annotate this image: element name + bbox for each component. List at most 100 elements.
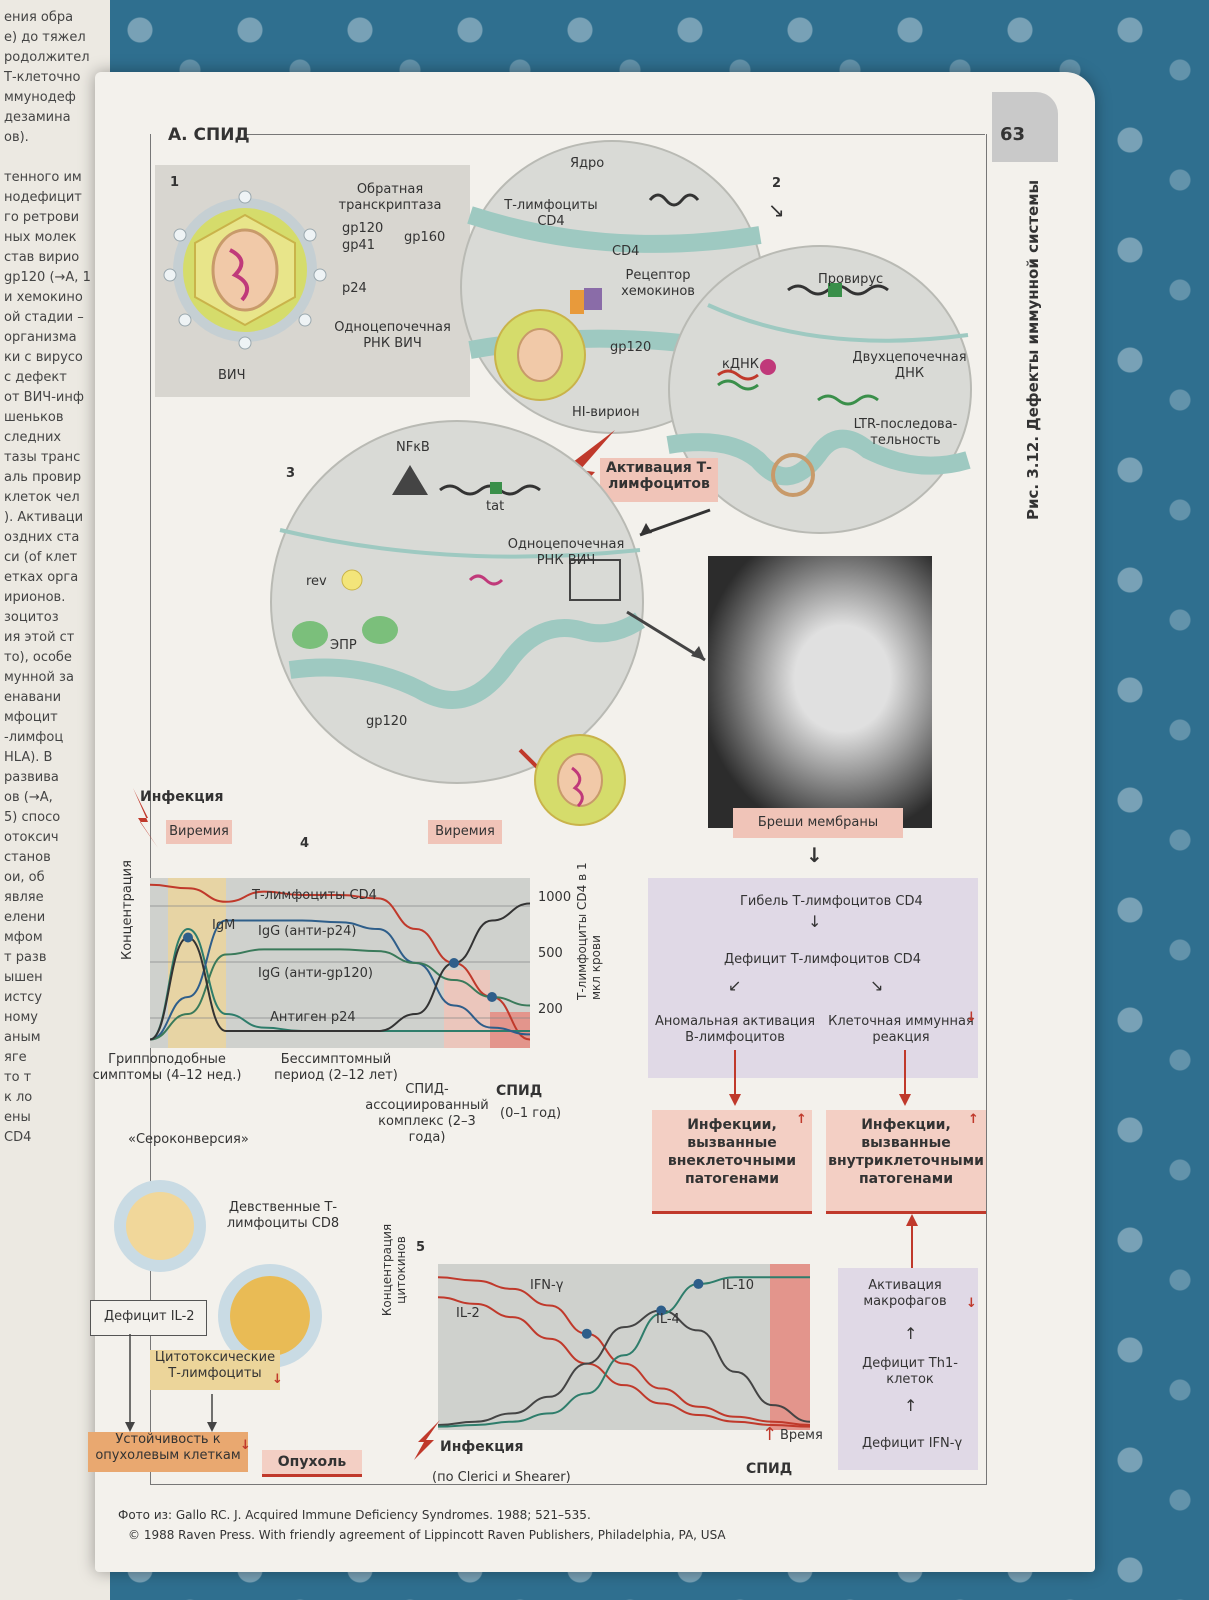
chart-4-svg	[149, 883, 531, 1041]
cytokine-flow-area	[838, 1268, 978, 1470]
data-point	[581, 1328, 592, 1339]
left-page-line: ирионов.	[4, 590, 66, 605]
left-page-line: Т-клеточно	[4, 70, 81, 85]
series-label-igg-gp120: IgG (анти-gp120)	[258, 966, 373, 981]
label-naive-cd8: Девственные Т-лимфоциты CD8	[226, 1200, 340, 1231]
viremia-right-label: Виремия	[428, 820, 502, 844]
stage-aids-duration: (0–1 год)	[500, 1106, 562, 1121]
label-source: (по Clerici и Shearer)	[432, 1470, 571, 1485]
label-tat: tat	[486, 499, 505, 514]
label-hi-virion: HI-вирион	[572, 405, 640, 420]
hiv-virion-illustration	[163, 190, 327, 350]
il2-deficit-box	[90, 1300, 207, 1336]
stage-seroconversion: «Сероконверсия»	[128, 1132, 249, 1147]
series-label-p24: Антиген p24	[270, 1010, 356, 1025]
left-page-line: от ВИЧ-инф	[4, 390, 84, 405]
series-label-igm: IgM	[212, 918, 236, 933]
infection-lightning-icon	[133, 788, 158, 848]
left-page-line: то), особе	[4, 650, 72, 665]
left-page-line: станов	[4, 850, 51, 865]
chart-5-aids-band	[770, 1264, 810, 1430]
arrow-macro-to-infections	[906, 1214, 918, 1272]
label-gp120-virion: gp120	[610, 340, 652, 355]
arrow-ifn-to-th1: ↑	[904, 1396, 918, 1415]
chart-4-y2-tick-200: 200	[538, 1002, 563, 1017]
chart-5-plot-bg	[438, 1264, 810, 1430]
label-il2-deficit: Дефицит IL-2	[104, 1309, 195, 1324]
label-er: ЭПР	[330, 638, 357, 653]
left-page-line: ов (→А,	[4, 790, 53, 805]
chart-4-y2-tick-500: 500	[538, 946, 563, 961]
aids-marker-arrow: ↑	[762, 1424, 778, 1445]
series-label-il4: IL-4	[656, 1312, 680, 1327]
left-page-line: дезамина	[4, 110, 71, 125]
chart-4-y2-label: Т-лимфоциты CD4 в 1 мкл крови	[575, 862, 603, 1000]
label-rev: rev	[306, 574, 327, 589]
series-line	[149, 883, 531, 1041]
series-label-cd4: Т-лимфоциты CD4	[252, 888, 377, 903]
left-page-line	[0, 148, 110, 168]
activation-label-box: Активация Т-лимфоцитов	[600, 458, 718, 502]
viremia-left-label: Виремия	[166, 820, 232, 844]
figure-frame-top	[245, 134, 985, 135]
left-page-line: шеньков	[4, 410, 64, 425]
footer-copyright: © 1988 Raven Press. With friendly agreem…	[128, 1528, 726, 1542]
label-double-strand-dna: Двухцепочечная ДНК	[852, 350, 967, 381]
flow-macrophage-activation: Активация макрофагов	[863, 1278, 947, 1309]
left-page-line: развива	[4, 770, 59, 785]
left-page-line: аным	[4, 1030, 41, 1045]
panel-5-number: 5	[416, 1240, 426, 1255]
tumor-box: Опухоль	[262, 1450, 362, 1477]
panel-3-replication-circle	[270, 420, 644, 784]
left-page-line: клеток чел	[4, 490, 80, 505]
label-cd4: CD4	[612, 244, 640, 259]
data-point	[656, 1305, 667, 1316]
chart-4-y2-tick-1000: 1000	[538, 890, 572, 905]
data-point	[693, 1278, 704, 1289]
arrow-to-abnormal: ↙	[728, 976, 742, 995]
label-hiv-rna: Одноцепочечная РНК ВИЧ	[334, 320, 451, 351]
label-nfkb: NFκB	[396, 440, 430, 455]
footer-photo-source: Фото из: Gallo RC. J. Acquired Immune De…	[118, 1508, 591, 1522]
data-point	[183, 932, 193, 943]
chart-4-ylabel: Концентрация	[120, 860, 135, 960]
label-chemokine-receptor: Рецептор хемокинов	[621, 268, 695, 299]
left-page-line: с дефект	[4, 370, 67, 385]
infections-extracellular: Инфекции, вызванные внеклеточными патоге…	[652, 1110, 812, 1214]
label-gp160: gp160	[404, 230, 446, 245]
infection-lightning-icon-5	[414, 1420, 440, 1460]
left-page-line: ному	[4, 1010, 38, 1025]
label-tcells-cd4: Т-лимфоциты CD4	[504, 198, 598, 229]
left-page-line: HLA). В	[4, 750, 53, 765]
figure-caption-vertical: Рис. 3.12. Дефекты иммунной системы	[1024, 179, 1042, 520]
chart-5-svg	[437, 1276, 811, 1428]
panel-1-number: 1	[170, 175, 180, 190]
up-arrow-extracellular: ↑	[796, 1112, 807, 1127]
flow-ifn-deficit: Дефицит IFN-γ	[862, 1436, 963, 1451]
viral-replication-illustration	[279, 465, 645, 777]
stage-flu-like: Гриппоподобные симптомы (4–12 нед.)	[92, 1052, 242, 1083]
left-page-line: тенного им	[4, 170, 82, 185]
up-arrow-intracellular: ↑	[968, 1112, 979, 1127]
stage-arc: СПИД- ассоциированный комплекс (2–3 года…	[365, 1082, 489, 1145]
left-page-line: оздних ста	[4, 530, 80, 545]
series-line	[437, 1296, 811, 1428]
label-gp41: gp41	[342, 238, 376, 253]
left-page-line: ения обра	[4, 10, 74, 25]
left-page-line: мфом	[4, 930, 43, 945]
series-line	[437, 1309, 811, 1427]
label-ltr-sequence: LTR-последова- тельность	[853, 417, 958, 448]
left-page-line: организма	[4, 330, 77, 345]
left-page-line: СD4	[4, 1130, 32, 1145]
arrow-to-panel-3	[639, 508, 711, 537]
section-title: А. СПИД	[168, 125, 250, 145]
page-number: 63	[1000, 124, 1026, 145]
series-line	[149, 902, 531, 1041]
left-page-line: мфоцит	[4, 710, 58, 725]
label-nucleus: Ядро	[570, 156, 605, 171]
label-aids-bottom: СПИД	[746, 1461, 793, 1477]
left-page-line: -лимфоц	[4, 730, 64, 745]
left-page-line: ой стадии –	[4, 310, 84, 325]
infections-intracellular: Инфекции, вызванные внутриклеточными пат…	[826, 1110, 986, 1214]
